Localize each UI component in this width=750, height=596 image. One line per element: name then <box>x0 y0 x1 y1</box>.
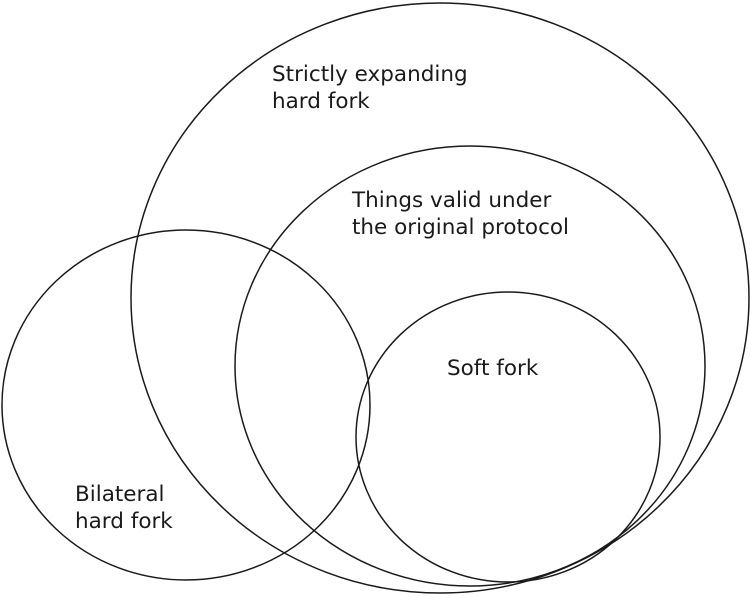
set-label-soft-fork: Soft fork <box>447 356 539 381</box>
set-circle-bilateral-hard-fork <box>1 229 371 581</box>
set-circle-things-valid-under-the-original-protocol <box>234 145 706 587</box>
set-circle-strictly-expanding-hard-fork <box>130 2 750 594</box>
set-circle-soft-fork <box>355 291 661 583</box>
